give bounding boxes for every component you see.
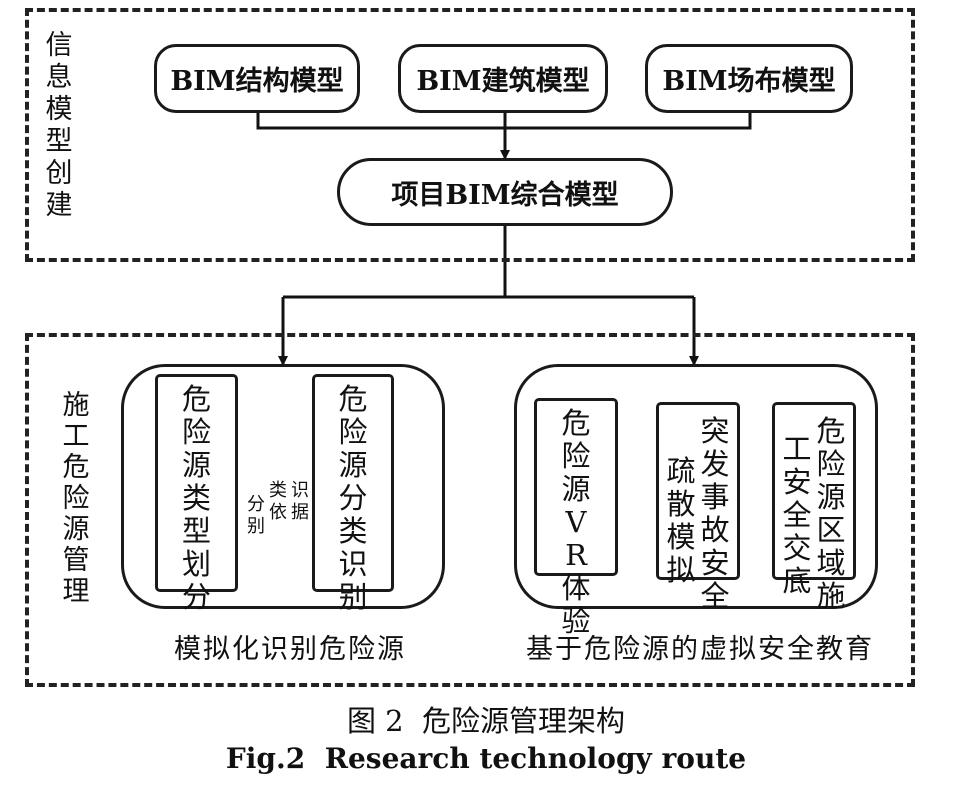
box-hazard-type-division: 危险源类型划分 bbox=[155, 374, 238, 614]
box-briefing-col2: 危险源区域施 bbox=[816, 414, 846, 613]
integrated-model-box: 项目BIM综合模型 bbox=[337, 158, 673, 226]
box-emergency-col1: 疏散模拟 bbox=[666, 454, 696, 587]
link-label-col2: 类依 bbox=[269, 480, 287, 523]
figure-caption-en: Fig.2 Research technology route bbox=[225, 742, 747, 775]
box-hazard-vr-experience: 危险源VR体验 bbox=[534, 398, 618, 638]
box-emergency-evacuation-sim: 疏散模拟 突发事故安全 bbox=[656, 402, 740, 613]
link-label-col1: 分别 bbox=[247, 494, 265, 537]
model-box-site-layout: BIM场布模型 bbox=[645, 44, 853, 113]
caption-virtual-safety-education: 基于危险源的虚拟安全教育 bbox=[526, 634, 874, 665]
section-hazard-mgmt-label: 施工危险源管理 bbox=[62, 390, 90, 607]
box-hazard-area-briefing: 工安全交底 危险源区域施 bbox=[772, 402, 856, 613]
box-hazard-classification: 危险源分类识别 bbox=[312, 374, 394, 614]
figure-caption-cn: 图 2 危险源管理架构 bbox=[346, 704, 626, 738]
section-hazard-mgmt-frame bbox=[25, 333, 915, 687]
section-info-model-label: 信息模型创建 bbox=[45, 30, 73, 221]
box-briefing-col1: 工安全交底 bbox=[782, 432, 812, 598]
integrated-model-label: 项目BIM综合模型 bbox=[391, 179, 619, 211]
model-box-architecture: BIM建筑模型 bbox=[398, 44, 608, 113]
model-box-structure: BIM结构模型 bbox=[154, 44, 360, 113]
model-box-structure-label: BIM结构模型 bbox=[170, 66, 344, 97]
caption-simulated-identification: 模拟化识别危险源 bbox=[174, 634, 406, 665]
link-label-col3: 识据 bbox=[291, 480, 309, 523]
section-info-model-frame bbox=[25, 8, 915, 262]
model-box-site-layout-label: BIM场布模型 bbox=[662, 66, 836, 97]
model-box-architecture-label: BIM建筑模型 bbox=[416, 66, 590, 97]
box-emergency-col2: 突发事故安全 bbox=[700, 414, 730, 613]
